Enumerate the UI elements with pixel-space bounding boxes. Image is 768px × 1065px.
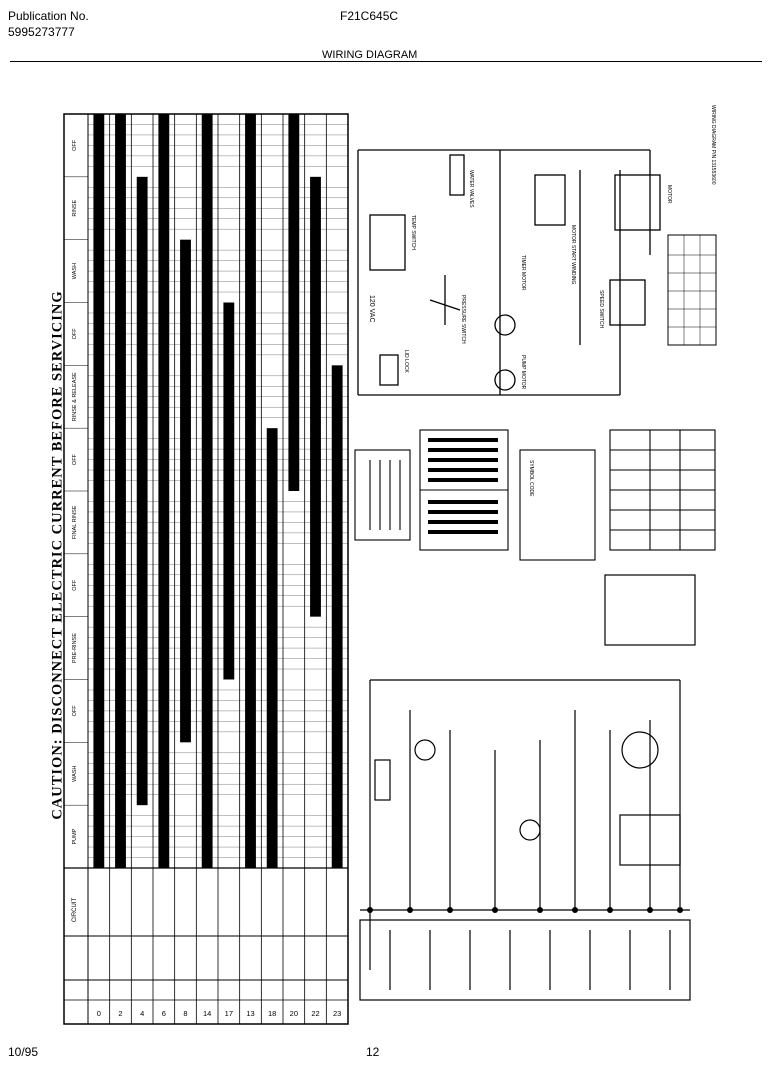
- chart-row-number: 23: [333, 1009, 341, 1018]
- chart-group-label: RINSE & RELEASE: [72, 372, 78, 421]
- schematic-component-3: PRESSURE SWITCH: [460, 295, 466, 344]
- chart-row-number: 22: [311, 1009, 319, 1018]
- chart-contact-bar: [180, 239, 191, 743]
- harness-and-legend: SYMBOL CODE: [354, 429, 716, 561]
- chart-contact-bar: [158, 114, 170, 868]
- chart-contact-bar: [266, 428, 278, 868]
- motor-circuit-schematic: 120 VAC WATER VALVES TEMP SWITCH PRESSUR…: [357, 105, 717, 396]
- schematic-component-8: MOTOR: [666, 185, 672, 204]
- chart-row-number: 8: [183, 1009, 187, 1018]
- footer-date: 10/95: [8, 1045, 39, 1059]
- chart-row-number: 6: [162, 1009, 166, 1018]
- chart-group-label: OFF: [72, 705, 78, 717]
- wiring-harness-diagram: [359, 574, 696, 1001]
- chart-group-label: PRE-RINSE: [72, 633, 78, 663]
- chart-contact-bar: [310, 176, 321, 617]
- page-title: WIRING DIAGRAM: [322, 49, 418, 61]
- page-number: 12: [366, 1045, 380, 1059]
- title-divider: [10, 61, 762, 62]
- schematic-component-6: LID LOCK: [403, 350, 409, 373]
- schematic-component-5: PUMP MOTOR: [520, 355, 526, 390]
- chart-row-number: 18: [268, 1009, 276, 1018]
- schematic-voltage: 120 VAC: [368, 295, 375, 323]
- chart-contact-bar: [136, 176, 148, 806]
- chart-row-number: 13: [246, 1009, 254, 1018]
- schematic-component-4: TIMER MOTOR: [520, 255, 526, 291]
- diagram-reference: WIRING DIAGRAM P/N 131553600: [710, 105, 716, 185]
- publication-label: Publication No.: [8, 9, 89, 23]
- chart-group-label: WASH: [72, 263, 78, 279]
- chart-group-label: OFF: [72, 139, 78, 151]
- chart-group-label: WASH: [72, 766, 78, 782]
- schematic-component-2: TEMP SWITCH: [410, 215, 416, 250]
- chart-group-label: FINAL RINSE: [72, 505, 78, 539]
- chart-contact-bar: [288, 114, 300, 491]
- chart-contact-bar: [245, 114, 256, 868]
- chart-row-number: 17: [225, 1009, 233, 1018]
- chart-group-label: PUMP: [72, 828, 78, 844]
- model-number: F21C645C: [340, 9, 399, 23]
- chart-group-label: OFF: [72, 579, 78, 591]
- schematic-component-7: MOTOR START WINDING: [570, 225, 576, 284]
- chart-contact-bar: [115, 114, 126, 868]
- chart-group-label: OFF: [72, 328, 78, 340]
- chart-row-number: 20: [290, 1009, 298, 1018]
- chart-group-label: OFF: [72, 453, 78, 465]
- chart-circuit-header: CIRCUIT: [72, 898, 78, 923]
- chart-row-number: 0: [97, 1009, 101, 1018]
- schematic-component-9: SPEED SWITCH: [598, 290, 604, 328]
- chart-contact-bar: [331, 365, 343, 868]
- chart-row-number: 2: [118, 1009, 122, 1018]
- schematic-component-1: WATER VALVES: [468, 170, 474, 208]
- chart-row-number: 4: [140, 1009, 144, 1018]
- chart-contact-bar: [223, 302, 235, 680]
- chart-group-label: RINSE: [72, 200, 78, 217]
- publication-number: 5995273777: [8, 25, 75, 39]
- chart-row-number: 14: [203, 1009, 211, 1018]
- chart-contact-bar: [201, 114, 213, 868]
- timer-sequence-chart: CIRCUIT 0 2 4 6 8 14 17 13 18 20 22 23 OFF RINSE WASH…: [63, 113, 349, 1025]
- chart-contact-bar: [93, 114, 105, 868]
- legend-title: SYMBOL CODE: [528, 460, 534, 497]
